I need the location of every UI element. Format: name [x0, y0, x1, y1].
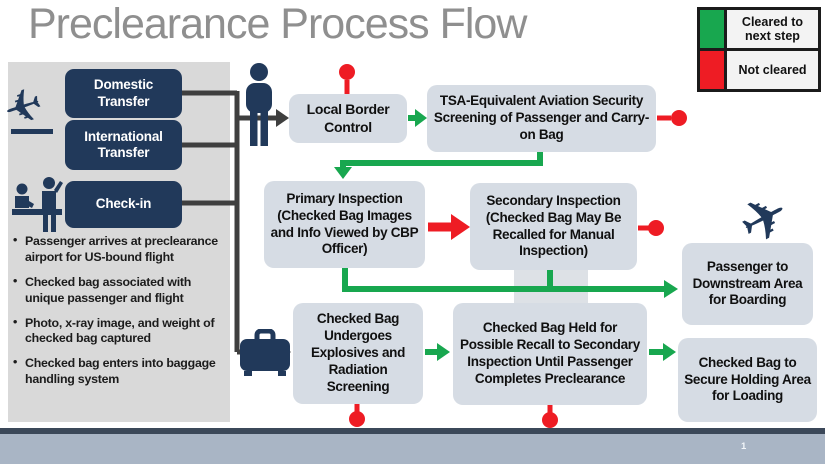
entry-box-domestic-transfer: Domestic Transfer	[65, 69, 182, 118]
legend: Cleared to next step Not cleared	[697, 7, 821, 92]
passenger-icon	[236, 62, 282, 155]
legend-cleared-label: Cleared to next step	[727, 10, 818, 48]
footer-bar	[0, 434, 825, 464]
flow-step-secondary-inspection: Secondary Inspection (Checked Bag May Be…	[470, 183, 637, 270]
bullet-list: Passenger arrives at preclearance airpor…	[12, 233, 225, 397]
cleared-swatch	[700, 10, 724, 48]
entry-box-check-in: Check-in	[65, 181, 182, 228]
flow-step-tsa-screening: TSA-Equivalent Aviation Security Screeni…	[427, 85, 656, 152]
page-title: Preclearance Process Flow	[28, 0, 527, 48]
flow-step-primary-inspection: Primary Inspection (Checked Bag Images a…	[264, 181, 425, 268]
page-number: 1	[741, 441, 747, 452]
cleared-arrows	[334, 109, 678, 361]
luggage-icon	[238, 328, 292, 382]
flow-step-passenger-downstream: Passenger to Downstream Area for Boardin…	[682, 243, 813, 325]
flow-step-bag-screening: Checked Bag Undergoes Explosives and Rad…	[293, 303, 423, 404]
flow-step-local-border-control: Local Border Control	[289, 94, 407, 143]
bullet-item: Checked bag associated with unique passe…	[12, 274, 225, 307]
not-cleared-swatch	[700, 51, 724, 89]
checkin-desk-icon	[10, 176, 64, 237]
legend-not-cleared-label: Not cleared	[727, 51, 818, 89]
flow-step-bag-held: Checked Bag Held for Possible Recall to …	[453, 303, 647, 405]
bullet-item: Passenger arrives at preclearance airpor…	[12, 233, 225, 266]
footer-strip	[0, 428, 825, 434]
flow-step-bag-secure-holding: Checked Bag to Secure Holding Area for L…	[678, 338, 817, 422]
runway-line	[11, 129, 53, 134]
entry-box-international-transfer: International Transfer	[65, 120, 182, 170]
not-cleared-markers	[339, 64, 687, 428]
bullet-item: Checked bag enters into baggage handling…	[12, 355, 225, 388]
bullet-item: Photo, x-ray image, and weight of checke…	[12, 315, 225, 348]
